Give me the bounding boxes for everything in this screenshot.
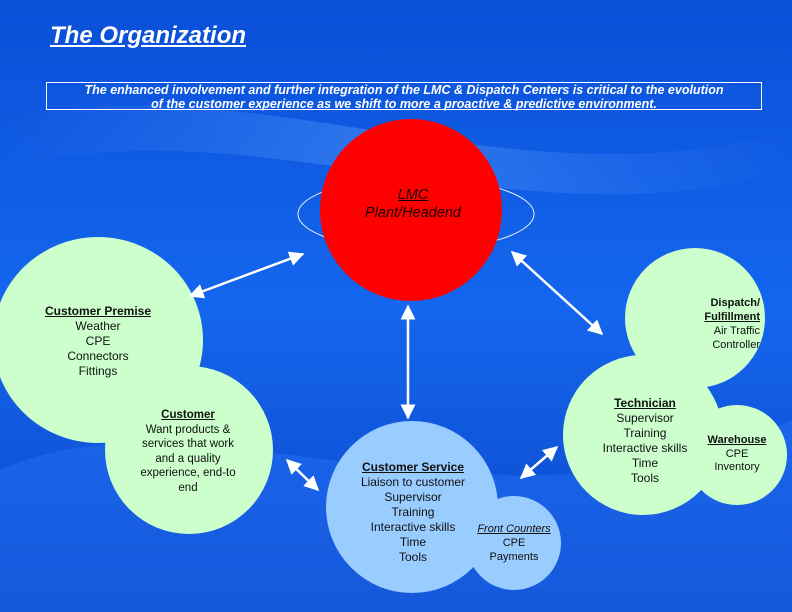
arrow-customer-service <box>285 458 320 492</box>
front-counters-item: CPE <box>502 537 526 549</box>
customer-service-item: Training <box>391 505 435 519</box>
front-counters-node: Front Counters CPE Payments <box>468 522 560 564</box>
technician-item: Tools <box>630 471 659 485</box>
customer-service-item: Interactive skills <box>370 520 456 534</box>
customer-item: end <box>178 481 198 494</box>
intro-box: The enhanced involvement and further int… <box>46 82 762 111</box>
technician-node: Technician Supervisor Training Interacti… <box>586 396 704 486</box>
technician-item: Time <box>631 456 659 470</box>
customer-service-item: Time <box>399 535 427 549</box>
front-counters-item: Payments <box>489 551 539 563</box>
customer-premise-item: CPE <box>85 334 111 348</box>
customer-service-heading: Customer Service <box>361 460 465 474</box>
dispatch-node: Dispatch/ Fulfillment Air Traffic Contro… <box>650 296 760 352</box>
page-title: The Organization <box>50 22 247 49</box>
customer-heading: Customer <box>161 409 215 421</box>
warehouse-item: CPE <box>725 447 749 460</box>
customer-node: Customer Want products & services that w… <box>122 408 254 495</box>
customer-service-circle <box>326 421 498 593</box>
intro-line-1: The enhanced involvement and further int… <box>84 83 724 97</box>
technician-item: Training <box>623 426 667 440</box>
customer-item: Want products & <box>145 423 231 436</box>
arrow-lmc-premise <box>188 251 305 299</box>
dispatch-heading-1: Dispatch/ <box>710 297 760 309</box>
customer-premise-item: Connectors <box>67 349 129 363</box>
customer-item: experience, end-to <box>140 467 236 479</box>
customer-premise-item: Fittings <box>78 364 118 378</box>
lmc-circle <box>320 119 502 301</box>
technician-heading: Technician <box>614 396 676 410</box>
warehouse-item: Inventory <box>714 461 760 473</box>
warehouse-node: Warehouse CPE Inventory <box>700 434 774 475</box>
technician-item: Interactive skills <box>602 441 688 455</box>
dispatch-heading-2: Fulfillment <box>704 311 760 323</box>
dispatch-item: Controller <box>712 339 760 351</box>
customer-item: services that work <box>141 438 235 450</box>
customer-premise-node: Customer Premise Weather CPE Connectors … <box>18 304 178 379</box>
lmc-label: LMC Plant/Headend <box>330 186 496 222</box>
customer-circle <box>105 366 273 534</box>
front-counters-heading: Front Counters <box>477 523 551 535</box>
dispatch-item: Air Traffic <box>713 325 760 337</box>
customer-service-item: Supervisor <box>384 490 442 504</box>
arrow-lmc-dispatch <box>510 250 604 336</box>
warehouse-circle <box>687 405 787 505</box>
technician-item: Supervisor <box>616 411 674 425</box>
front-counters-circle <box>467 496 561 590</box>
lmc-label-line-1: LMC <box>397 187 429 203</box>
customer-item: and a quality <box>155 452 221 465</box>
customer-service-item: Tools <box>398 550 427 564</box>
customer-service-item: Liaison to customer <box>360 475 466 489</box>
dispatch-circle <box>625 248 765 388</box>
warehouse-heading: Warehouse <box>707 434 767 446</box>
arrow-service-technician <box>519 446 559 479</box>
customer-premise-heading: Customer Premise <box>44 304 152 318</box>
intro-line-2: of the customer experience as we shift t… <box>151 97 657 111</box>
customer-premise-item: Weather <box>75 319 121 333</box>
customer-service-node: Customer Service Liaison to customer Sup… <box>348 460 478 565</box>
technician-circle <box>563 355 723 515</box>
lmc-label-line-2: Plant/Headend <box>365 205 461 221</box>
